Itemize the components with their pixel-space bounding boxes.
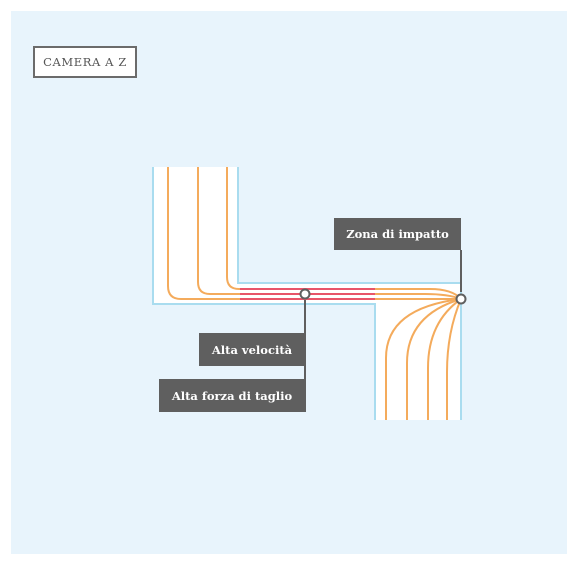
channel-wall-outer	[152, 167, 376, 420]
streamlines-outlet	[375, 288, 462, 420]
velocity-marker	[299, 288, 311, 300]
chamber-label: CAMERA A Z	[33, 46, 137, 78]
high-shear-label: Alta forza di taglio	[159, 379, 305, 412]
channel-wall-inner	[237, 167, 462, 420]
impact-marker	[455, 293, 467, 305]
streamlines-inlet	[167, 167, 240, 300]
impact-zone-label: Zona di impatto	[334, 218, 461, 250]
high-velocity-label: Alta velocità	[199, 333, 305, 366]
